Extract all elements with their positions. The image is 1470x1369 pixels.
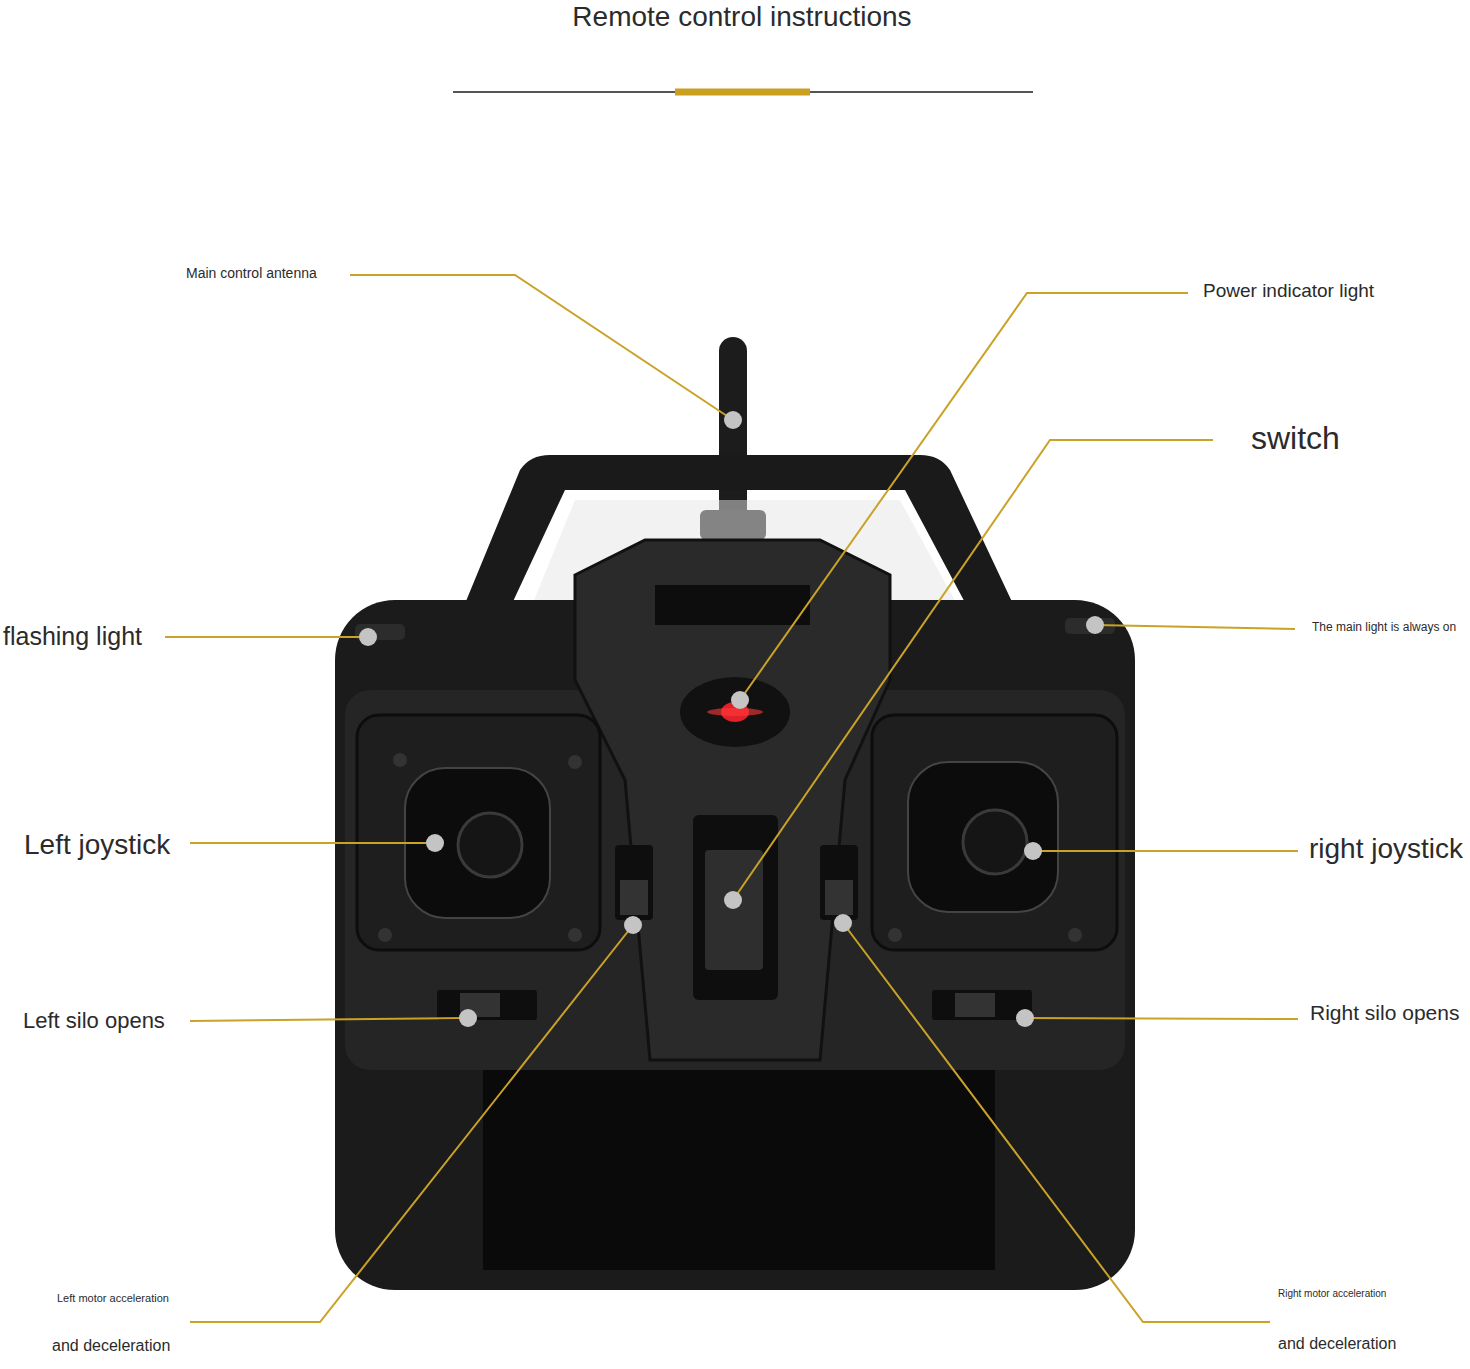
callout-label: Left motor acceleration [57,1292,169,1305]
callout-label: Power indicator light [1203,280,1374,302]
callout-label: and deceleration [52,1337,170,1355]
callout-label: The main light is always on [1312,621,1456,635]
callout-label: Main control antenna [186,265,317,281]
callout-label: Right motor acceleration [1278,1288,1386,1300]
diagram-title: Remote control instructions [572,1,911,33]
callout-label: Right silo opens [1310,1001,1459,1025]
callout-label: switch [1251,420,1340,457]
callout-label: Left joystick [24,829,170,861]
callout-label: Left silo opens [23,1008,165,1033]
callout-label: right joystick [1309,833,1463,865]
callout-label: flashing light [3,622,142,651]
callout-label: and deceleration [1278,1335,1396,1353]
